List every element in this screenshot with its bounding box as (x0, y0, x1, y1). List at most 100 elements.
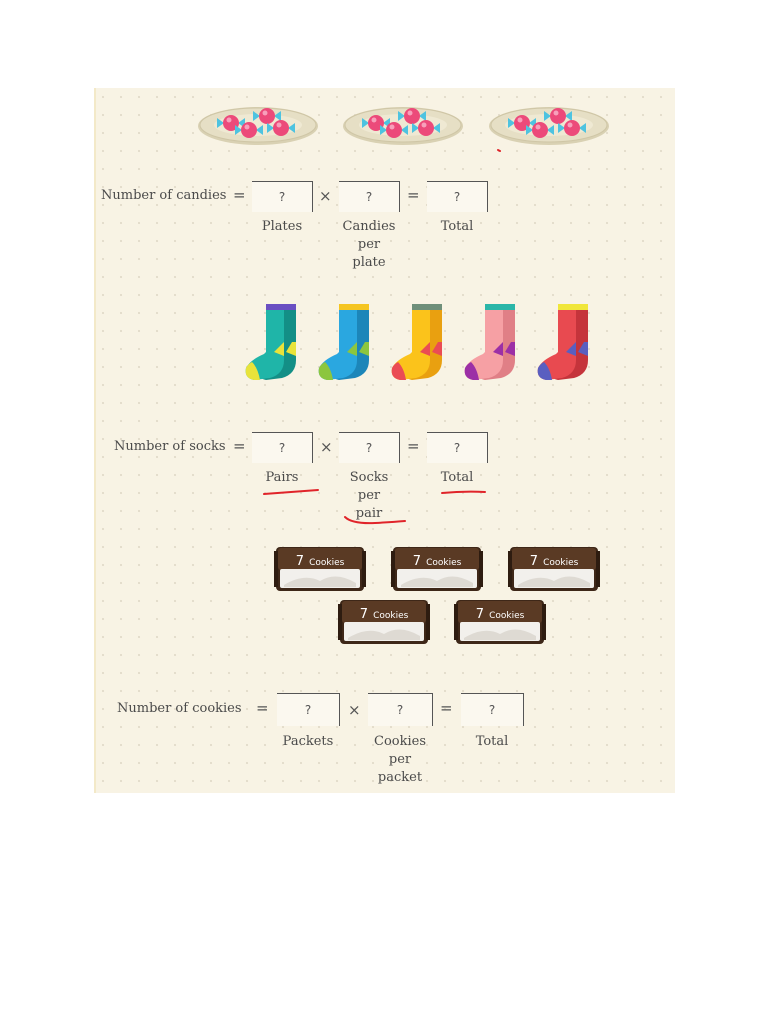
candy-shine (389, 124, 395, 130)
candy (273, 120, 289, 136)
sock-front-toe (318, 362, 333, 380)
socks-label: Number of socks (114, 439, 226, 454)
sock-front-cuff (412, 304, 430, 310)
packet-seal-right (479, 551, 483, 587)
sock-front-cuff (558, 304, 576, 310)
sock-front-cuff (266, 304, 284, 310)
sock-back-cuff (570, 304, 588, 310)
packet-window-shadow (464, 629, 536, 640)
socks-caption-per-pair: Socks per pair (334, 469, 404, 523)
packet-window-shadow (518, 576, 590, 587)
sock-back-cuff (497, 304, 515, 310)
socks-caption-total: Total (440, 470, 474, 485)
candy-shine (535, 124, 541, 130)
candy (564, 120, 580, 136)
cookies-caption-total: Total (475, 734, 509, 749)
sock-back-heel (286, 342, 296, 356)
sock-front-heel (274, 342, 284, 356)
candy-wrapper-right (433, 123, 440, 133)
sock-front-heel (493, 342, 503, 356)
packet-seal-right (542, 604, 546, 640)
sock-pair-5 (537, 304, 588, 380)
packet-seal-left (338, 604, 342, 640)
candy-shine (567, 122, 573, 128)
packet-seal-left (391, 551, 395, 587)
cookies-caption-per-packet: Cookies per packet (362, 733, 438, 787)
socks-per-pair-box[interactable]: ? (339, 432, 400, 463)
cookie-packet-4-number: 7 (359, 607, 368, 622)
candy-wrapper-right (401, 125, 408, 135)
candy-shine (226, 117, 232, 123)
candies-times: × (319, 187, 332, 205)
cookie-packet-4: 7 Cookies (338, 598, 430, 646)
sock-back-heel (359, 342, 369, 356)
sock-pair-4 (464, 304, 515, 380)
sock-front-heel (347, 342, 357, 356)
cookies-total-box[interactable]: ? (461, 693, 524, 726)
candy-wrapper-right (579, 123, 586, 133)
cookies-caption-packets: Packets (282, 734, 334, 749)
cookie-packet-4-word: Cookies (373, 611, 409, 621)
cookie-packet-2-number: 7 (412, 554, 421, 569)
packet-seal-left (274, 551, 278, 587)
packet-window-shadow (401, 576, 473, 587)
candy-wrapper-left (380, 125, 387, 135)
sock-pair-3 (391, 304, 442, 380)
candies-caption-per-plate: Candies per plate (334, 218, 404, 272)
cookies-per-packet-box[interactable]: ? (368, 693, 433, 726)
cookies-times: × (348, 701, 361, 719)
sock-front-toe (245, 362, 260, 380)
sock-front-heel (566, 342, 576, 356)
cookies-label: Number of cookies (117, 701, 242, 716)
cookie-packet-1-label: 7 Cookies (274, 550, 366, 569)
candy-wrapper-left (508, 118, 515, 128)
candy (418, 120, 434, 136)
candy-shine (276, 122, 282, 128)
candy-wrapper-right (419, 111, 426, 121)
cookies-caption-per-packet-lines: Cookies per packet (374, 734, 426, 785)
cookies-packets-box[interactable]: ? (277, 693, 340, 726)
candies-plates-box[interactable]: ? (252, 181, 313, 212)
candy-wrapper-left (253, 111, 260, 121)
cookie-packet-2-word: Cookies (426, 558, 462, 568)
sock-pair-2 (318, 304, 369, 380)
candies-caption-total: Total (440, 219, 474, 234)
sock-back-cuff (424, 304, 442, 310)
candy-plate-3 (489, 107, 609, 145)
socks-pairs-box[interactable]: ? (252, 432, 313, 463)
packet-top (395, 548, 479, 570)
candy-wrapper-left (412, 123, 419, 133)
candies-equals-2: = (407, 186, 420, 204)
sock-front-cuff (339, 304, 357, 310)
sock-front-cuff (485, 304, 503, 310)
cookie-packet-4-label: 7 Cookies (338, 603, 430, 622)
candy (404, 108, 420, 124)
candy-wrapper-left (526, 125, 533, 135)
candy-shine (244, 124, 250, 130)
candy-wrapper-left (267, 123, 274, 133)
candies-caption-per-plate-text: Candies per plate (342, 219, 396, 270)
packet-window-shadow (348, 629, 420, 640)
sock-back-heel (432, 342, 442, 356)
packet-seal-right (426, 604, 430, 640)
cookie-packet-2-label: 7 Cookies (391, 550, 483, 569)
sock-front (537, 308, 576, 380)
cookie-packet-3-word: Cookies (543, 558, 579, 568)
socks-caption-per-pair-text: Socks per pair (349, 470, 389, 521)
candy-shine (262, 110, 268, 116)
candy-plate-2 (343, 107, 463, 145)
candy-wrapper-left (235, 125, 242, 135)
candy-shine (553, 110, 559, 116)
socks-times: × (320, 438, 333, 456)
candy-shine (371, 117, 377, 123)
candies-total-box[interactable]: ? (427, 181, 488, 212)
socks-total-box[interactable]: ? (427, 432, 488, 463)
candy-wrapper-right (565, 111, 572, 121)
candy-plate-1 (198, 107, 318, 145)
cookie-packet-5-number: 7 (475, 607, 484, 622)
candy (241, 122, 257, 138)
candy-shine (421, 122, 427, 128)
cookie-packet-3-art (508, 547, 600, 591)
packet-top (512, 548, 596, 570)
candies-per-plate-box[interactable]: ? (339, 181, 400, 212)
